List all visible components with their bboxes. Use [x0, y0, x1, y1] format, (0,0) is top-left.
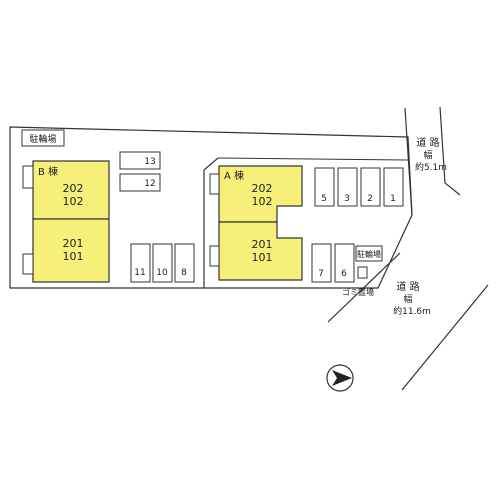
- unit-b-102: 102: [63, 195, 84, 208]
- parking-stall-8: [174, 243, 195, 283]
- parking-stall-11: [130, 243, 151, 283]
- parking-stall-6: [334, 243, 355, 283]
- parking-stall-8-label: 8: [181, 268, 187, 278]
- bicycle-parking-left-label: 駐輪場: [29, 133, 56, 145]
- building-a-entry-upper: [209, 173, 220, 195]
- building-b-lower: [32, 218, 110, 283]
- road-bottom-width-label: 幅: [403, 293, 412, 305]
- road-bottom-name: 道 路: [396, 280, 419, 293]
- road-top-width: 約5.1m: [415, 161, 447, 173]
- parking-stall-6-label: 6: [341, 269, 347, 279]
- right-lot-top: [217, 157, 409, 161]
- bicycle-parking-left: [21, 129, 65, 147]
- parking-stall-2: [360, 167, 381, 207]
- unit-a-201: 201: [252, 238, 273, 251]
- unit-a-102: 102: [252, 195, 273, 208]
- parking-stall-7-label: 7: [318, 269, 324, 279]
- parking-stall-12: [119, 173, 161, 192]
- garbage-area: [357, 266, 368, 279]
- building-b-entry-upper: [22, 165, 34, 189]
- road-top-name: 道 路: [416, 136, 439, 149]
- road-bottom-width: 約11.6m: [393, 305, 431, 317]
- road-top-width-label: 幅: [423, 149, 432, 161]
- unit-b-202: 202: [63, 182, 84, 195]
- unit-b-101: 101: [63, 250, 84, 263]
- parking-stall-3-label: 3: [344, 194, 350, 204]
- building-a-label: A 棟: [224, 169, 244, 182]
- road-bottom-edge-upper: [327, 252, 401, 323]
- unit-b-201: 201: [63, 237, 84, 250]
- site-boundary: [9, 126, 413, 289]
- parking-stall-10-label: 10: [156, 268, 168, 278]
- building-a-entry-lower: [209, 245, 220, 267]
- parking-stall-10: [152, 243, 173, 283]
- building-b-entry-lower: [22, 253, 34, 275]
- parking-stall-5-label: 5: [321, 194, 327, 204]
- parking-stall-5: [314, 167, 335, 207]
- bicycle-parking-right-label: 駐輪場: [357, 249, 381, 259]
- right-lot-edge: [203, 157, 219, 171]
- road-bottom-edge-lower: [401, 284, 489, 391]
- unit-a-202: 202: [252, 182, 273, 195]
- north-arrow-icon: [326, 364, 354, 392]
- parking-stall-1-label: 1: [390, 194, 396, 204]
- parking-stall-1: [383, 167, 404, 207]
- garbage-area-label: ゴミ置場: [342, 287, 374, 297]
- parking-stall-13-label: 13: [144, 157, 155, 167]
- road-top-edge-right: [439, 106, 461, 196]
- building-a-lower: [218, 221, 303, 281]
- unit-a-101: 101: [252, 251, 273, 264]
- parking-stall-7: [311, 243, 332, 283]
- road-top-edge-left: [404, 107, 413, 216]
- parking-stall-12-label: 12: [144, 179, 155, 189]
- parking-stall-11-label: 11: [134, 268, 145, 278]
- building-b-label: B 棟: [38, 165, 58, 178]
- parking-stall-13: [119, 151, 161, 170]
- parking-stall-3: [337, 167, 358, 207]
- parking-stall-2-label: 2: [367, 194, 373, 204]
- bicycle-parking-right: [355, 245, 383, 262]
